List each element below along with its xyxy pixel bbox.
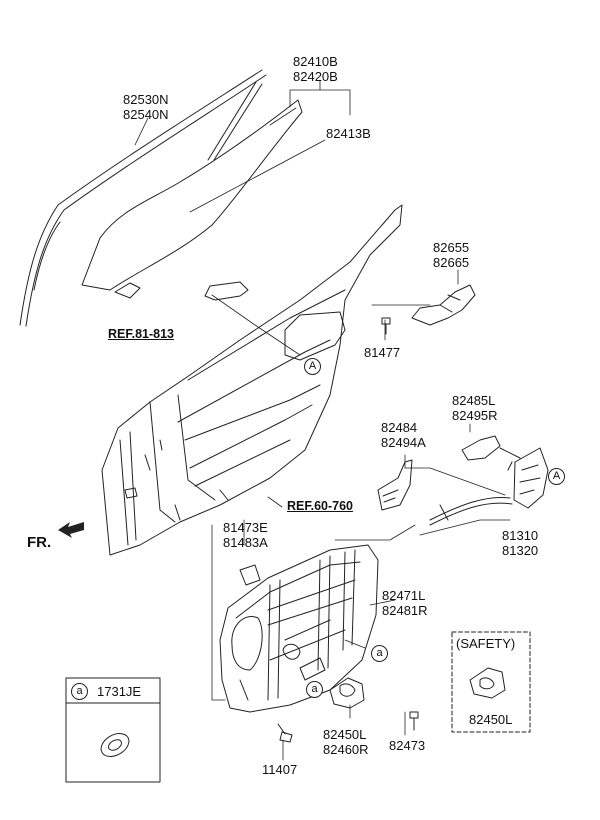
callout-a-panel: a: [371, 645, 388, 662]
latch-bracket: [377, 459, 413, 511]
door-glass: [81, 99, 303, 299]
window-regulator: [267, 549, 356, 701]
label-safety-title: (SAFETY): [456, 636, 516, 651]
label-bolt-82473: 82473: [389, 738, 426, 753]
label-legend-part: 1731JE: [97, 684, 142, 699]
bolt-11407: [277, 723, 293, 743]
safety-box: [451, 631, 531, 733]
window-motor: [329, 677, 365, 709]
label-glass-sub: 82413B: [326, 126, 371, 141]
module-panel: [219, 544, 379, 713]
callout-a-latch: A: [548, 468, 565, 485]
ref-door-label: REF.60-760: [287, 499, 354, 513]
callout-a-motor: a: [306, 681, 323, 698]
door-latch: [499, 447, 549, 509]
label-bolt-11407: 11407: [262, 762, 298, 777]
latch-cable: [429, 496, 513, 526]
front-arrow: [58, 522, 84, 538]
callout-a-door: A: [304, 358, 321, 375]
front-label: FR.: [27, 534, 52, 551]
label-bolt-81477: 81477: [364, 345, 401, 360]
bolt-81477: [381, 317, 391, 335]
door-shell: [101, 204, 403, 556]
legend-box: [65, 677, 161, 783]
bolt-82473: [409, 711, 419, 731]
door-check: [411, 284, 476, 326]
clip-81473E: [239, 564, 261, 586]
run-channel: [19, 69, 267, 327]
latch-inner: [461, 435, 501, 461]
callout-a-legend: a: [71, 683, 88, 700]
ref-handle-label: REF.81-813: [108, 327, 175, 341]
inside-handle: [204, 281, 249, 301]
label-safety-motor: 82450L: [469, 712, 513, 727]
